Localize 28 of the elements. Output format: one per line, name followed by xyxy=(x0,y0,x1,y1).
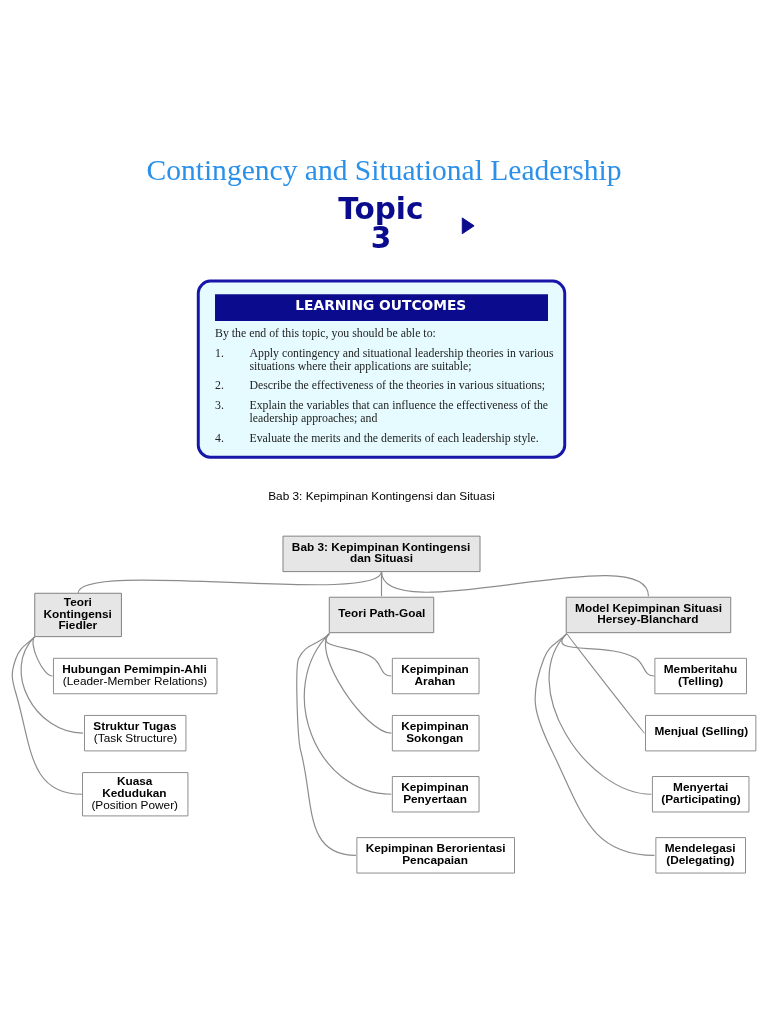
connector xyxy=(534,632,655,856)
connector xyxy=(566,632,646,734)
node-box: Menjual (Selling) xyxy=(645,714,757,751)
node-box: Kuasa Kedudukan (Position Power) xyxy=(82,771,189,816)
connector xyxy=(303,632,392,795)
connector xyxy=(296,632,357,856)
connector xyxy=(11,635,83,795)
label: Bab 3: Kepimpinan Kontingensi dan Situasi xyxy=(268,488,495,503)
node-box: Kepimpinan Penyertaan xyxy=(391,775,480,812)
diagram-title: Contingency and Situational Leadership xyxy=(146,153,622,186)
connector xyxy=(77,570,383,594)
node-box: Hubungan Pemimpin-Ahli (Leader-Member Relations) xyxy=(52,657,218,694)
node-box: Model Kepimpinan Situasi Hersey-Blanchard xyxy=(565,596,732,633)
node-box: Mendelegasi (Delegating) xyxy=(655,836,746,874)
label: Topic 3 xyxy=(338,191,424,255)
connector xyxy=(325,632,392,734)
node-box: Kepimpinan Berorientasi Pencapaian xyxy=(356,836,515,874)
node-box: LEARNING OUTCOMES By the end of this topic, you should be able to: 1. Apply contingency and situational leadership theories in various situations where their applications are suitable; 2. Describe the effectiveness of the theories in various situations; 3. Explain the variables that can influence the effectiveness of the leadership approaches; and 4. Evaluate the merits and the demerits of each leadership style. xyxy=(196,279,567,459)
node-box: Menyertai (Participating) xyxy=(651,775,750,812)
connector xyxy=(548,632,652,795)
node-box: Kepimpinan Sokongan xyxy=(391,714,480,751)
node-box: Struktur Tugas (Task Structure) xyxy=(84,714,187,751)
node-box: Memberitahu (Telling) xyxy=(654,657,747,694)
node-box: Kepimpinan Arahan xyxy=(391,657,480,694)
node-box: Teori Kontingensi Fiedler xyxy=(34,592,122,637)
node-box: Bab 3: Kepimpinan Kontingensi dan Situasi xyxy=(282,535,481,572)
node-box: Teori Path-Goal xyxy=(328,596,435,633)
connector xyxy=(380,570,650,597)
